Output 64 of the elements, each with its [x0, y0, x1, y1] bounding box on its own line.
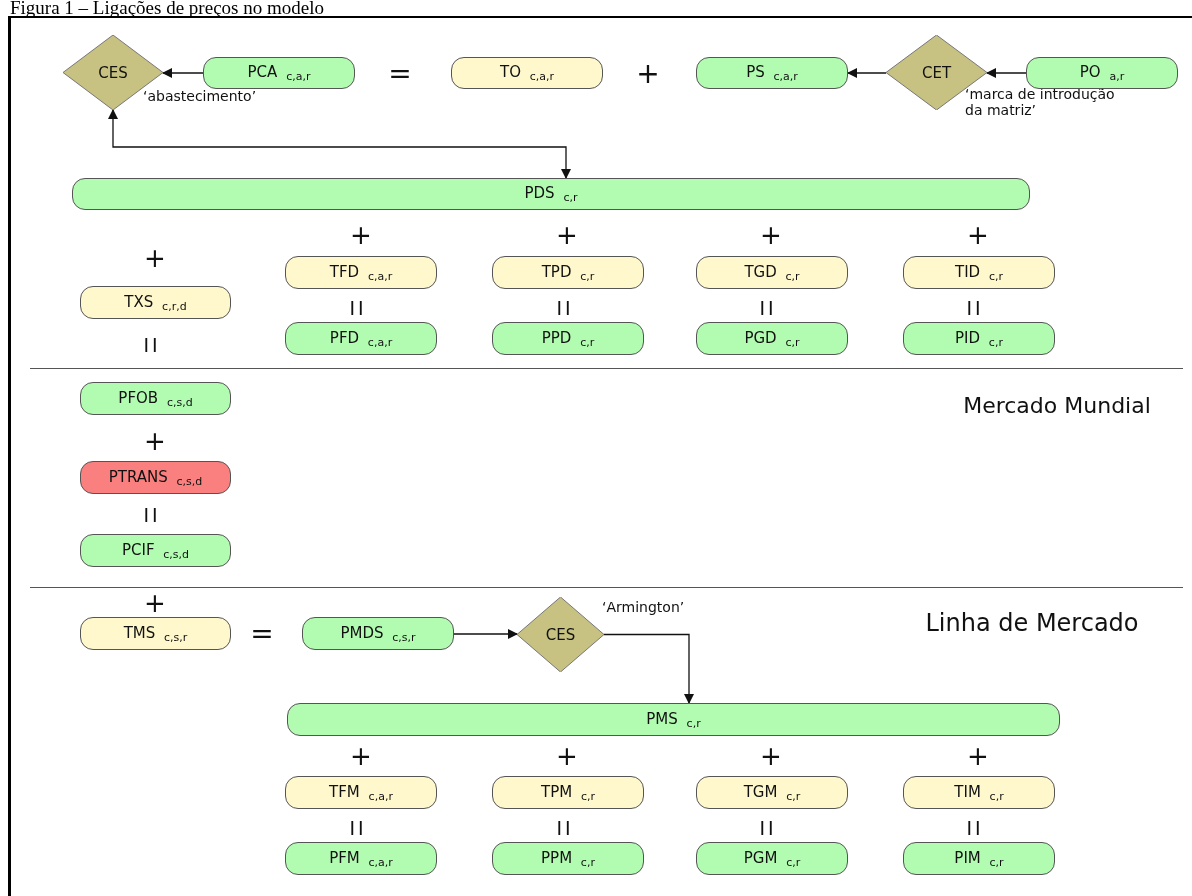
section-title: II	[966, 816, 984, 840]
math-symbol: =	[388, 56, 412, 90]
section-title: II	[143, 503, 161, 527]
math-symbol: +	[350, 220, 372, 250]
arrow	[162, 68, 204, 78]
math-symbol: +	[967, 741, 989, 771]
variable-box: TFM $_{c,a,r}$	[285, 776, 437, 809]
arrow	[986, 68, 1027, 78]
variable-box: TMS $_{c,s,r}$	[80, 617, 231, 650]
arrow	[847, 68, 887, 78]
variable-box: TPD $_{c,r}$	[492, 256, 644, 289]
math-symbol: =	[250, 616, 274, 650]
variable-box: PO $_{a,r}$	[1026, 57, 1178, 89]
variable-box: PGD $_{c,r}$	[696, 322, 848, 355]
math-symbol: +	[556, 220, 578, 250]
math-symbol: +	[636, 56, 660, 90]
variable-box: TID $_{c,r}$	[903, 256, 1055, 289]
math-symbol: +	[967, 220, 989, 250]
arrow	[603, 633, 694, 704]
variable-box: PFD $_{c,a,r}$	[285, 322, 437, 355]
annotation-text: ‘marca de introdução da matriz’	[965, 86, 1116, 118]
variable-box: TGD $_{c,r}$	[696, 256, 848, 289]
variable-box: PIM $_{c,r}$	[903, 842, 1055, 875]
variable-box: PPM $_{c,r}$	[492, 842, 644, 875]
variable-box: PCA $_{c,a,r}$	[203, 57, 355, 89]
variable-box: TXS $_{c,r,d}$	[80, 286, 231, 319]
section-title: II	[349, 816, 367, 840]
math-symbol: +	[144, 426, 166, 456]
variable-box: TIM $_{c,r}$	[903, 776, 1055, 809]
math-symbol: +	[350, 741, 372, 771]
variable-box: PGM $_{c,r}$	[696, 842, 848, 875]
variable-box: TPM $_{c,r}$	[492, 776, 644, 809]
section-title: II	[143, 333, 161, 357]
section-title: II	[556, 296, 574, 320]
section-title: II	[759, 816, 777, 840]
variable-box: PID $_{c,r}$	[903, 322, 1055, 355]
section-title: II	[759, 296, 777, 320]
section-title: II	[556, 816, 574, 840]
arrow	[108, 109, 571, 179]
variable-box: PDS $_{c,r}$	[72, 178, 1030, 210]
variable-box: TO $_{c,a,r}$	[451, 57, 603, 89]
annotation-text: ‘abastecimento’	[143, 88, 257, 104]
math-symbol: +	[760, 741, 782, 771]
section-title: II	[349, 296, 367, 320]
variable-box: PMS $_{c,r}$	[287, 703, 1060, 736]
variable-box: PCIF $_{c,s,d}$	[80, 534, 231, 567]
variable-box: PPD $_{c,r}$	[492, 322, 644, 355]
math-symbol: +	[760, 220, 782, 250]
section-title: Linha de Mercado	[925, 609, 1139, 637]
annotation-text: ‘Armington’	[602, 599, 685, 615]
section-title: II	[966, 296, 984, 320]
variable-box: TFD $_{c,a,r}$	[285, 256, 437, 289]
variable-box: PMDS $_{c,s,r}$	[302, 617, 454, 650]
math-symbol: +	[556, 741, 578, 771]
variable-box: PFM $_{c,a,r}$	[285, 842, 437, 875]
section-title: Mercado Mundial	[963, 392, 1151, 418]
variable-box: PFOB $_{c,s,d}$	[80, 382, 231, 415]
variable-box: PTRANS $_{c,s,d}$	[80, 461, 231, 494]
math-symbol: +	[144, 243, 166, 273]
arrow	[453, 629, 518, 639]
function-diamond: CES	[517, 597, 604, 672]
variable-box: TGM $_{c,r}$	[696, 776, 848, 809]
variable-box: PS $_{c,a,r}$	[696, 57, 848, 89]
math-symbol: +	[144, 588, 166, 618]
